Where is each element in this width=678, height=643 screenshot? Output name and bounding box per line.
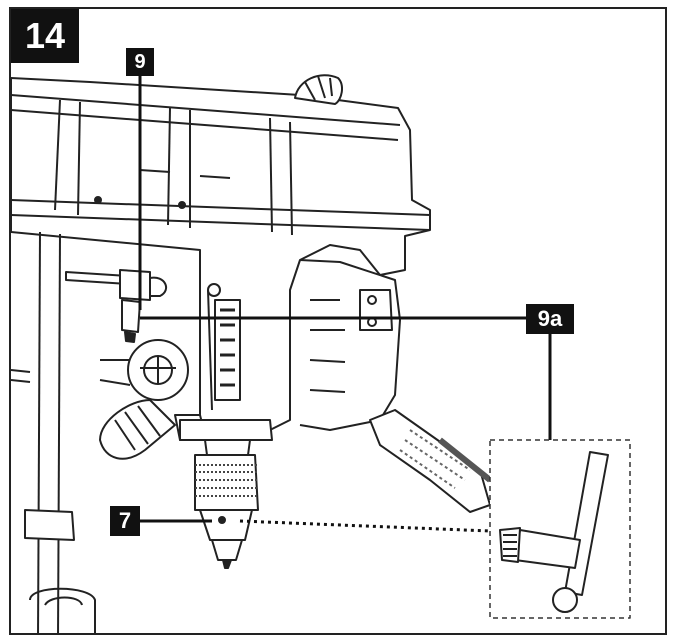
callout-7: 7 <box>110 506 140 536</box>
feed-handle-right-icon <box>369 409 492 513</box>
chuck-icon <box>179 419 273 569</box>
chuck-key-detail-icon <box>499 451 609 613</box>
depth-scale-icon <box>207 283 241 411</box>
column-icon <box>11 231 96 633</box>
dotted-link-line <box>239 519 491 533</box>
callout-9: 9 <box>126 48 154 76</box>
depth-stop-icon <box>65 269 168 343</box>
figure-number: 14 <box>11 9 79 63</box>
drill-press-head-icon <box>11 74 431 431</box>
callout-9a: 9a <box>526 304 574 334</box>
